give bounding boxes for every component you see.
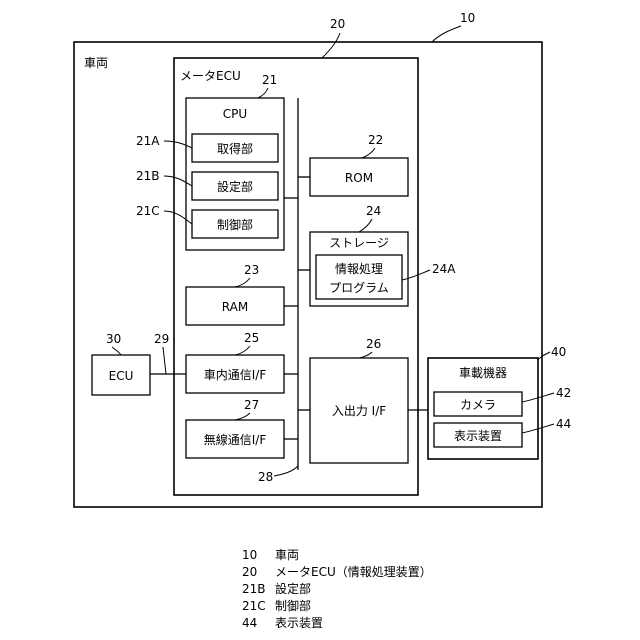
ram-label: RAM	[222, 300, 248, 314]
bus-ref: 28	[258, 470, 273, 484]
legend-number: 20	[242, 564, 275, 581]
onboard-devices-label: 車載機器	[459, 365, 507, 380]
setting-unit-ref: 21B	[136, 169, 160, 183]
legend-number: 21B	[242, 581, 275, 598]
legend-number: 10	[242, 547, 275, 564]
legend-number: 44	[242, 615, 275, 632]
legend-row: 44 表示装置	[242, 615, 622, 632]
ram-ref: 23	[244, 263, 259, 277]
acquisition-unit-label: 取得部	[217, 141, 253, 156]
vehicle-label: 車両	[84, 56, 108, 70]
in-vehicle-comm-label: 車内通信I/F	[204, 368, 267, 382]
control-unit-ref: 21C	[136, 204, 160, 218]
storage-ref: 24	[366, 204, 381, 218]
network-ref: 29	[154, 332, 169, 346]
legend-row: 21B 設定部	[242, 581, 622, 598]
setting-unit-label: 設定部	[217, 179, 253, 194]
in-vehicle-comm-ref: 25	[244, 331, 259, 345]
program-label-line1: 情報処理	[335, 262, 383, 276]
cpu-ref: 21	[262, 73, 277, 87]
io-ref: 26	[366, 337, 381, 351]
meter-ecu-label: メータECU	[180, 69, 241, 83]
wireless-comm-ref: 27	[244, 398, 259, 412]
legend-row: 20 メータECU（情報処理装置）	[242, 564, 622, 581]
io-label: 入出力 I/F	[332, 404, 386, 418]
program-ref: 24A	[432, 262, 456, 276]
display-ref: 44	[556, 417, 571, 431]
legend-row: 21C 制御部	[242, 598, 622, 615]
ecu-ref: 30	[106, 332, 121, 346]
rom-label: ROM	[345, 171, 373, 185]
meter-ecu-ref: 20	[330, 17, 345, 31]
legend-text: 制御部	[275, 598, 311, 615]
onboard-devices-ref: 40	[551, 345, 566, 359]
vehicle-ref: 10	[460, 11, 475, 25]
legend-text: 表示装置	[275, 615, 323, 632]
legend-text: メータECU（情報処理装置）	[275, 564, 432, 581]
wireless-comm-label: 無線通信I/F	[204, 432, 267, 447]
program-label-line2: プログラム	[329, 281, 389, 295]
legend-number: 21C	[242, 598, 275, 615]
camera-ref: 42	[556, 386, 571, 400]
rom-ref: 22	[368, 133, 383, 147]
acquisition-unit-ref: 21A	[136, 134, 160, 148]
storage-label: ストレージ	[329, 236, 389, 250]
control-unit-label: 制御部	[217, 217, 253, 232]
camera-label: カメラ	[460, 398, 496, 412]
ecu-label: ECU	[109, 369, 134, 383]
block-diagram: 車両 10 メータECU 20 28 CPU 21 取得部 21A 設定部 21…	[0, 0, 640, 545]
reference-legend: 10 車両 20 メータECU（情報処理装置） 21B 設定部 21C 制御部 …	[242, 547, 622, 632]
legend-text: 車両	[275, 547, 299, 564]
cpu-label: CPU	[223, 107, 247, 121]
legend-row: 10 車両	[242, 547, 622, 564]
display-label: 表示装置	[454, 429, 502, 443]
vehicle-leader	[432, 26, 461, 42]
legend-text: 設定部	[275, 581, 311, 598]
